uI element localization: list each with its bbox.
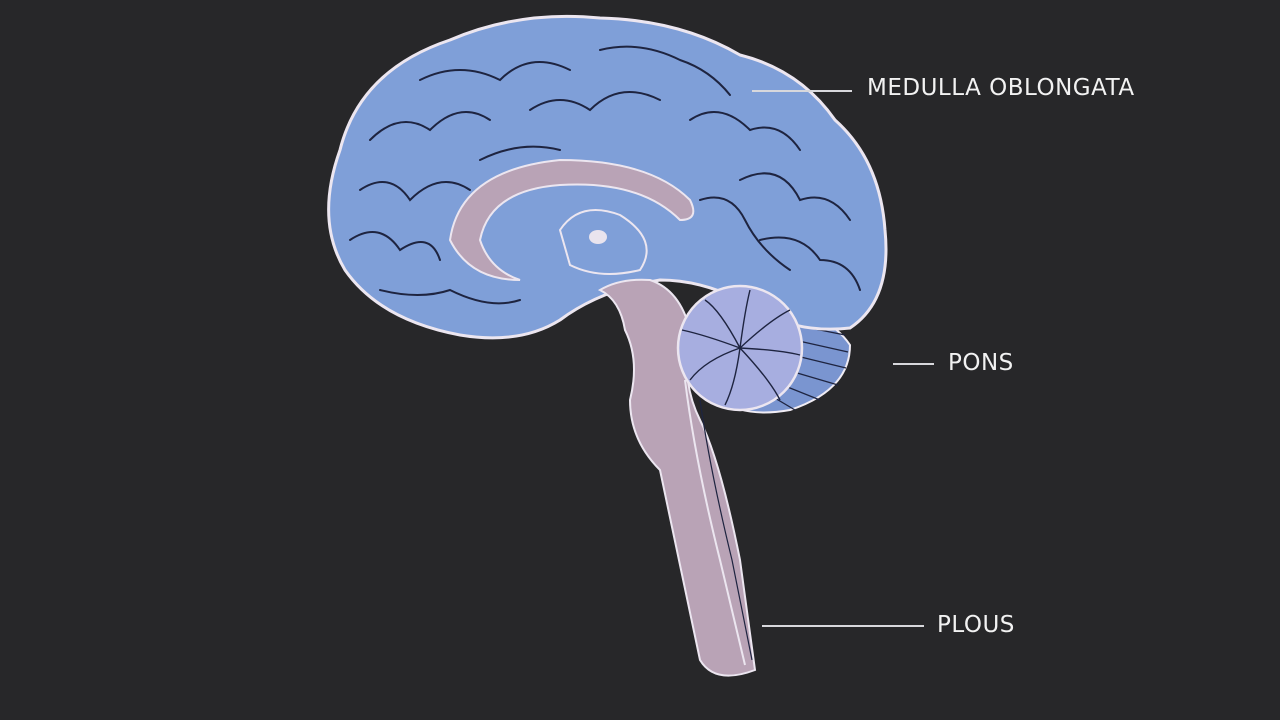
gyri — [349, 45, 861, 305]
ventricle-dot — [589, 230, 607, 244]
spinal-cord-lines — [684, 379, 746, 666]
brainstem — [597, 278, 757, 677]
label-pons: PONS — [948, 350, 1014, 376]
spinal-cord-inner-line — [699, 399, 753, 661]
corpus-callosum — [448, 158, 695, 281]
plous-leader-line — [762, 625, 924, 627]
cerebellum-folia — [681, 289, 801, 406]
pons-leader-line — [893, 363, 934, 365]
label-plous: PLOUS — [937, 612, 1015, 638]
label-medulla-oblongata: MEDULLA OBLONGATA — [867, 75, 1135, 101]
medulla-leader-line — [752, 90, 852, 92]
